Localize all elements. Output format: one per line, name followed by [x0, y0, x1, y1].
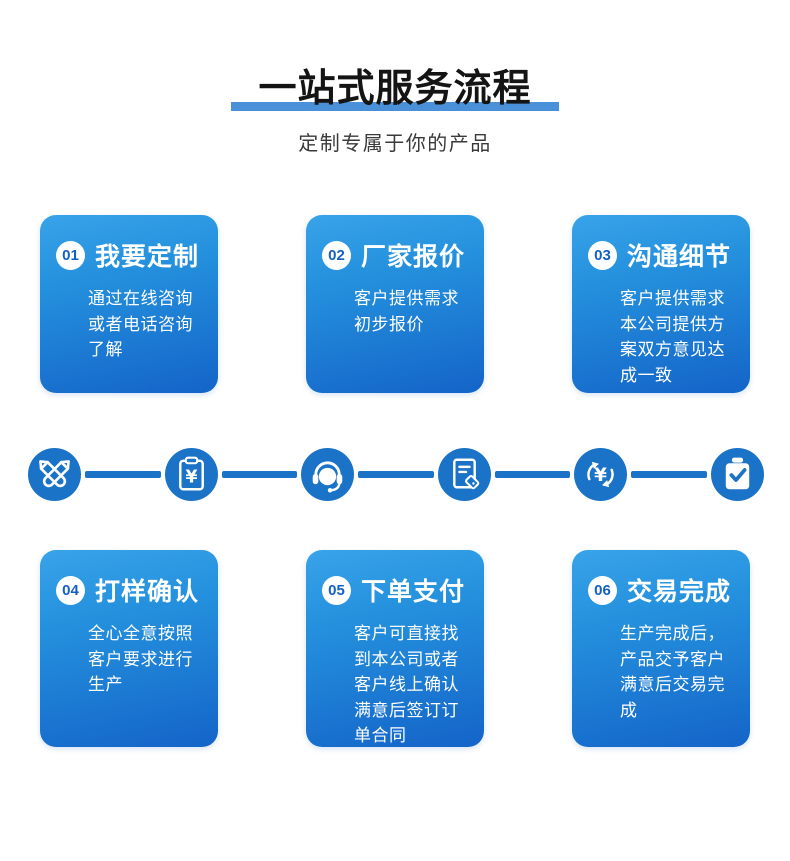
price-list-icon: ¥	[164, 448, 218, 501]
connector-line	[85, 471, 161, 478]
step-description: 客户提供需求 初步报价	[354, 289, 459, 334]
step-card-05: 05 下单支付 客户可直接找 到本公司或者 客户线上确认 满意后签订订 单合同	[306, 550, 484, 747]
step-card-head: 02 厂家报价	[322, 237, 474, 273]
steps-row-1: 01 我要定制 通过在线咨询 或者电话咨询 了解 02 厂家报价 客户提供需求 …	[40, 215, 750, 393]
step-card-03: 03 沟通细节 客户提供需求 本公司提供方 案双方意见达 成一致	[572, 215, 750, 393]
step-title: 厂家报价	[361, 243, 466, 271]
step-number-badge: 01	[56, 240, 85, 270]
step-number-badge: 05	[322, 575, 351, 605]
design-tools-icon	[28, 448, 81, 501]
step-card-head: 03 沟通细节	[588, 237, 740, 273]
connector-line	[221, 471, 298, 478]
steps-row-2: 04 打样确认 全心全意按照 客户要求进行 生产 05 下单支付 客户可直接找 …	[40, 550, 750, 747]
step-card-head: 04 打样确认	[56, 572, 208, 608]
step-card-04: 04 打样确认 全心全意按照 客户要求进行 生产	[40, 550, 218, 747]
connector-line	[358, 471, 434, 478]
title-block: 一站式服务流程	[231, 68, 559, 111]
step-number-badge: 06	[588, 575, 617, 605]
step-card-01: 01 我要定制 通过在线咨询 或者电话咨询 了解	[40, 215, 218, 393]
title-underline-bar	[231, 101, 559, 111]
step-card-head: 06 交易完成	[588, 572, 740, 608]
header: 一站式服务流程 定制专属于你的产品	[0, 68, 790, 156]
step-number-badge: 02	[322, 240, 351, 270]
page-title: 一站式服务流程	[258, 68, 532, 110]
step-title: 交易完成	[627, 578, 732, 606]
step-description: 生产完成后， 产品交予客户 满意后交易完 成	[620, 624, 725, 720]
step-card-06: 06 交易完成 生产完成后， 产品交予客户 满意后交易完 成	[572, 550, 750, 747]
step-description: 通过在线咨询 或者电话咨询 了解	[88, 289, 193, 359]
order-complete-icon	[710, 448, 764, 501]
step-description: 全心全意按照 客户要求进行 生产	[88, 624, 193, 694]
step-card-02: 02 厂家报价 客户提供需求 初步报价	[306, 215, 484, 393]
contract-tag-icon	[437, 448, 491, 501]
connector-line	[631, 471, 707, 478]
payment-cycle-icon: ¥	[574, 448, 628, 501]
svg-text:¥: ¥	[185, 468, 197, 488]
step-title: 下单支付	[361, 578, 466, 606]
step-title: 打样确认	[95, 578, 200, 606]
process-flow-strip: ¥	[28, 448, 764, 501]
svg-text:¥: ¥	[594, 465, 607, 486]
step-number-badge: 04	[56, 575, 85, 605]
page-subtitle: 定制专属于你的产品	[298, 132, 492, 155]
step-description: 客户可直接找 到本公司或者 客户线上确认 满意后签订订 单合同	[354, 624, 459, 745]
step-card-head: 01 我要定制	[56, 237, 208, 273]
customer-service-icon	[301, 448, 355, 501]
step-title: 沟通细节	[627, 243, 732, 271]
step-title: 我要定制	[95, 243, 200, 271]
step-card-head: 05 下单支付	[322, 572, 474, 608]
step-number-badge: 03	[588, 240, 617, 270]
step-description: 客户提供需求 本公司提供方 案双方意见达 成一致	[620, 289, 725, 385]
connector-line	[494, 471, 571, 478]
